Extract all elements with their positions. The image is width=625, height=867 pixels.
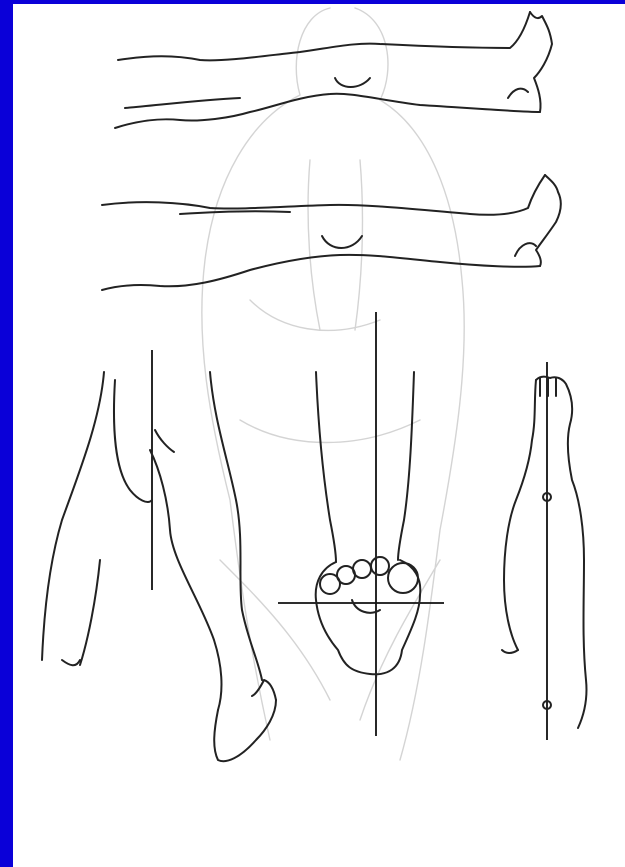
legs-posterior-view [42,350,276,761]
leg-anterior-view [502,362,587,740]
background-ghost-figure [202,8,464,760]
leg-lateral-view-1 [115,12,552,128]
leg-lateral-view-2 [102,175,561,290]
